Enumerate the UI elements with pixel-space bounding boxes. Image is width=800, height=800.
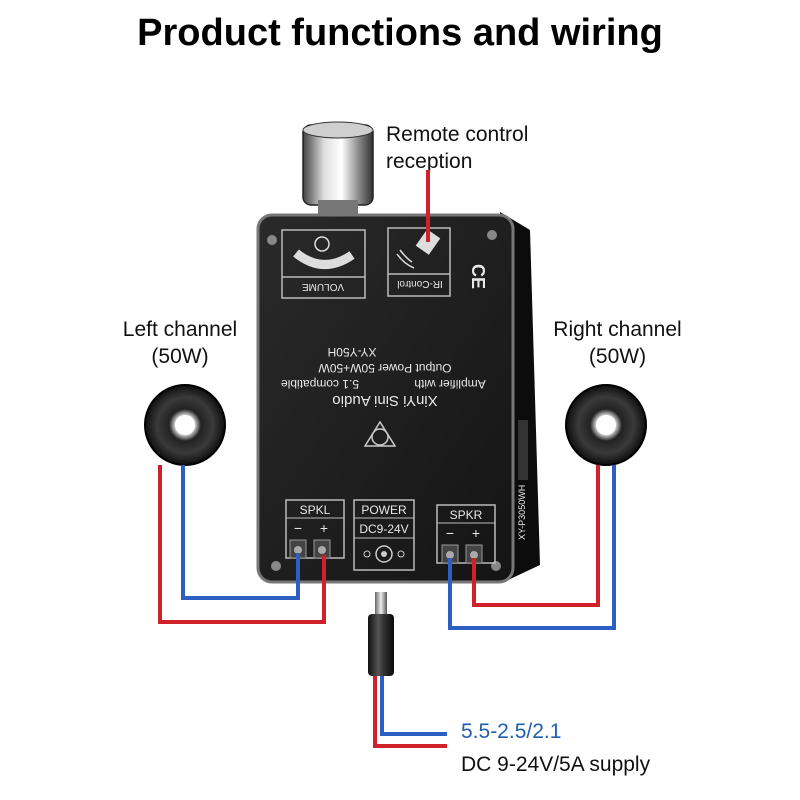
spkr-terminal: SPKR − +: [436, 504, 496, 564]
board-compat-text: 5.1 compatible: [281, 377, 359, 391]
right-red-wire: [472, 465, 600, 607]
ce-mark: CE: [468, 264, 488, 289]
spkr-plus: +: [472, 525, 480, 541]
supply-label: DC 9-24V/5A supply: [461, 753, 651, 776]
screw-icon: [267, 235, 277, 245]
remote-label-line2: reception: [386, 150, 473, 173]
spkr-label: SPKR: [450, 508, 483, 522]
board-brand-text: XinYi Sini Audio: [332, 392, 437, 409]
volume-panel: VOLUME: [281, 229, 366, 299]
spkl-minus: −: [294, 520, 302, 536]
left-speaker: [144, 384, 226, 466]
side-connector: [518, 420, 528, 480]
polarity-icon: [375, 545, 393, 563]
screw-icon: [271, 561, 281, 571]
left-red-wire: [158, 465, 326, 624]
power-label: POWER: [361, 503, 407, 517]
remote-control-label: Remote control reception: [386, 121, 528, 175]
spkr-minus: −: [446, 525, 454, 541]
plug-spec-label: 5.5-2.5/2.1: [461, 720, 562, 743]
board-description: XY-Y50H Output Power 50W+50W Amplifier w…: [281, 345, 486, 447]
screw-icon: [487, 230, 497, 240]
right-label-line2: (50W): [588, 345, 647, 368]
dc-plug: [368, 592, 394, 676]
ir-board-label: IR-Control: [397, 278, 443, 289]
amplifier-board: [256, 213, 515, 584]
spkl-terminal: SPKL − +: [285, 499, 345, 559]
left-channel-label: Left channel (50W): [100, 316, 260, 370]
power-blue-wire: [380, 676, 447, 736]
power-spec: DC9-24V: [359, 522, 408, 536]
board-model-text: XY-Y50H: [328, 345, 377, 359]
power-terminal: POWER DC9-24V: [353, 499, 415, 571]
volume-arc-icon: [293, 249, 355, 269]
power-red-wire: [373, 676, 447, 748]
spkl-plus: +: [320, 520, 328, 536]
signal-icon: [396, 249, 415, 269]
volume-board-label: VOLUME: [302, 281, 345, 292]
right-channel-label: Right channel (50W): [535, 316, 700, 370]
mute-icon: [314, 236, 330, 252]
left-label-line1: Left channel: [122, 318, 238, 341]
right-speaker: [565, 384, 647, 466]
spkl-label: SPKL: [300, 503, 331, 517]
left-blue-wire: [181, 465, 300, 600]
volume-knob: [302, 121, 374, 222]
board-output-text: Output Power 50W+50W: [318, 361, 452, 375]
side-model-text: XY-P3050WH: [517, 485, 527, 540]
page-title: Product functions and wiring: [137, 12, 663, 54]
board-amp-text: Amplifier with: [414, 377, 485, 391]
right-label-line1: Right channel: [553, 318, 682, 341]
right-blue-wire: [448, 465, 616, 630]
remote-label-line1: Remote control: [386, 123, 529, 146]
left-label-line2: (50W): [151, 345, 209, 368]
